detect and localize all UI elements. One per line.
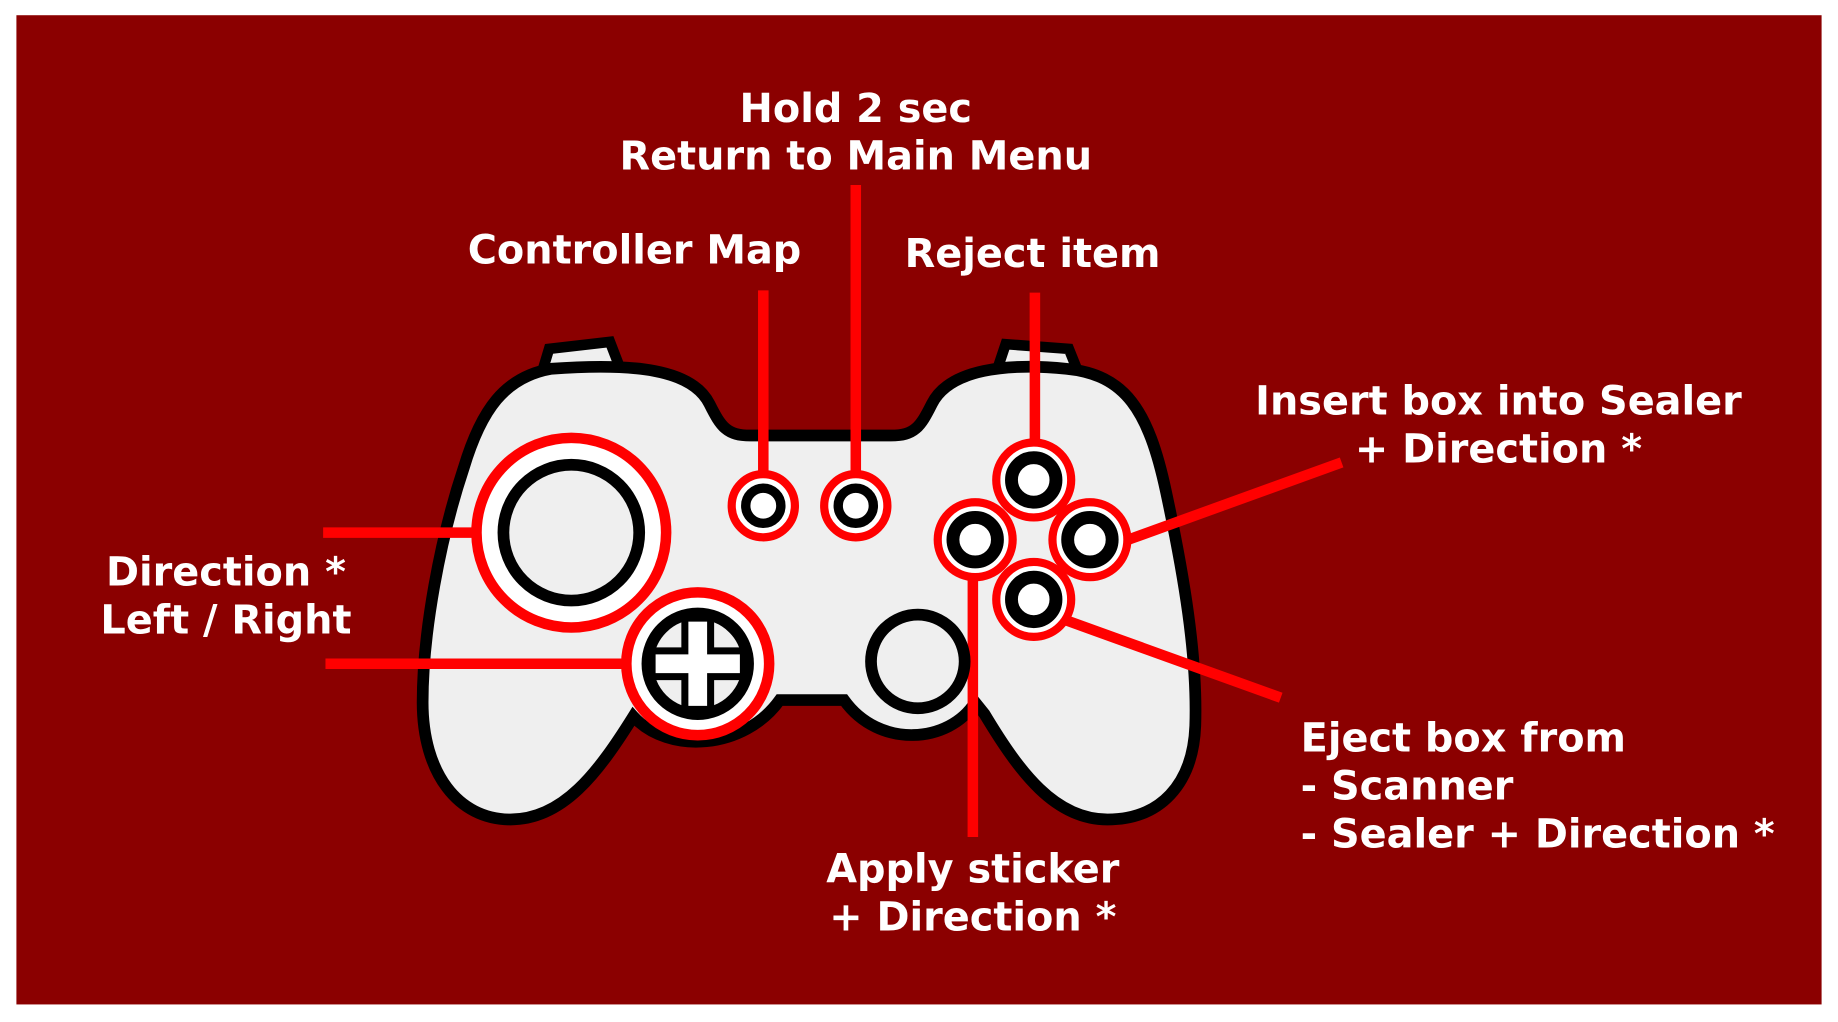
label-eject-line1: Eject box from: [1301, 716, 1626, 762]
label-direction-line1: Direction *: [106, 549, 346, 595]
label-eject-line3: - Sealer + Direction *: [1301, 812, 1775, 858]
label-direction-line2: Left / Right: [100, 597, 351, 643]
label-apply-line1: Apply sticker: [826, 847, 1120, 893]
face-button-right: [1048, 498, 1132, 582]
label-hold-line2: Return to Main Menu: [619, 134, 1092, 180]
label-insert-line1: Insert box into Sealer: [1255, 378, 1742, 424]
callout-lines: [323, 184, 1344, 838]
face-button-left: [933, 498, 1017, 582]
line-insert: [1123, 457, 1344, 546]
label-hold-line1: Hold 2 sec: [740, 86, 972, 132]
face-button-top: [992, 438, 1076, 522]
line-eject: [1064, 615, 1283, 703]
dpad-cross-icon: [648, 614, 747, 713]
face-button-bottom: [992, 557, 1076, 641]
label-insert-line2: + Direction *: [1355, 426, 1642, 472]
label-eject-line2: - Scanner: [1301, 764, 1514, 810]
right-stick: [865, 608, 971, 715]
label-controller-map: Controller Map: [468, 227, 802, 273]
label-apply-line2: + Direction *: [829, 895, 1116, 941]
left-stick: [471, 432, 672, 633]
label-reject-item: Reject item: [905, 231, 1161, 277]
dpad: [621, 587, 775, 741]
select-button: [727, 470, 800, 542]
start-button: [820, 470, 892, 542]
